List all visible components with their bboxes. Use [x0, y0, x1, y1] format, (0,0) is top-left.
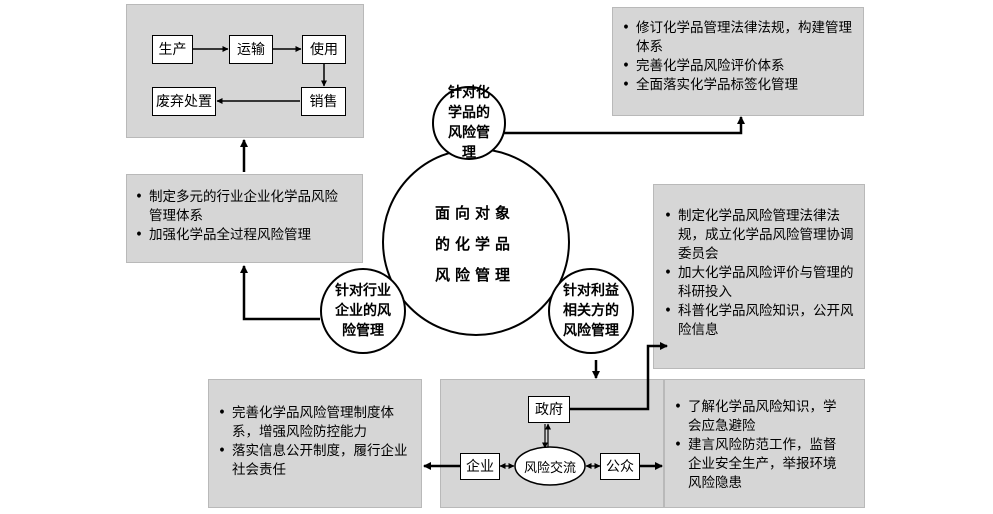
production-box: 生产	[152, 35, 193, 64]
industry-risk-circle: 针对行业企业的风险管理	[320, 268, 406, 354]
sales-box: 销售	[301, 87, 346, 116]
central-circle	[382, 148, 570, 336]
list-item: 落实信息公开制度，履行企业社会责任	[218, 442, 414, 480]
public-box: 公众	[600, 453, 640, 480]
list-item: 建言风险防范工作，监督企业安全生产，举报环境风险隐患	[674, 436, 844, 493]
list-item: 加强化学品全过程风险管理	[135, 226, 340, 245]
list-item: 科普化学品风险知识，公开风险信息	[664, 302, 859, 340]
enterprise-box: 企业	[460, 453, 500, 480]
list-item: 全面落实化学品标签化管理	[622, 76, 854, 95]
chemical-risk-circle: 针对化学品的风险管理	[432, 85, 506, 161]
government-box: 政府	[528, 396, 570, 423]
enterprise-measures-list: 完善化学品风险管理制度体系，增强风险防控能力 落实信息公开制度，履行企业社会责任	[218, 404, 414, 480]
risk-exchange-ellipse: 风险交流	[523, 460, 576, 476]
transport-box: 运输	[229, 35, 273, 64]
list-item: 制定化学品风险管理法律法规，成立化学品风险管理协调委员会	[664, 207, 859, 264]
industry-measures-list: 制定多元的行业企业化学品风险管理体系 加强化学品全过程风险管理	[135, 188, 340, 245]
disposal-box: 废弃处置	[152, 87, 216, 116]
stakeholder-risk-circle: 针对利益相关方的风险管理	[548, 268, 634, 354]
chemical-measures-list: 修订化学品管理法律法规，构建管理体系 完善化学品风险评价体系 全面落实化学品标签…	[622, 19, 854, 95]
list-item: 了解化学品风险知识，学会应急避险	[674, 398, 844, 436]
list-item: 完善化学品风险评价体系	[622, 57, 854, 76]
list-item: 制定多元的行业企业化学品风险管理体系	[135, 188, 340, 226]
public-measures-list: 了解化学品风险知识，学会应急避险 建言风险防范工作，监督企业安全生产，举报环境风…	[674, 398, 844, 493]
list-item: 加大化学品风险评价与管理的科研投入	[664, 264, 859, 302]
government-measures-list: 制定化学品风险管理法律法规，成立化学品风险管理协调委员会 加大化学品风险评价与管…	[664, 207, 859, 340]
use-box: 使用	[302, 35, 346, 64]
list-item: 完善化学品风险管理制度体系，增强风险防控能力	[218, 404, 414, 442]
central-title: 面向对象 的化学品 风险管理	[434, 204, 515, 284]
list-item: 修订化学品管理法律法规，构建管理体系	[622, 19, 854, 57]
